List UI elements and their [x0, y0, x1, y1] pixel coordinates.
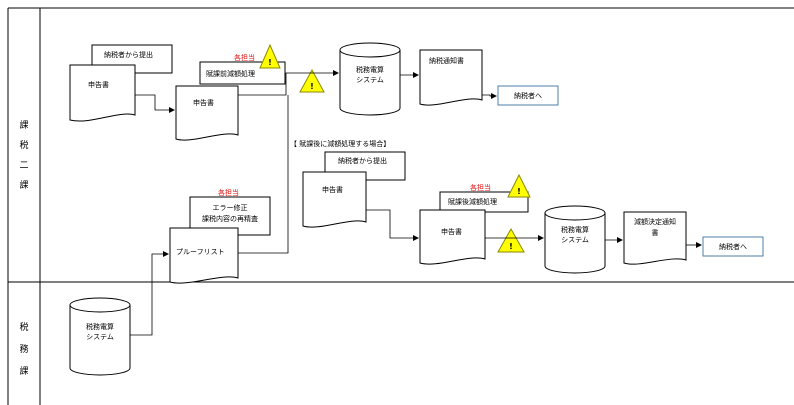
svg-text:課: 課 — [19, 365, 28, 377]
svg-text:税: 税 — [19, 321, 28, 333]
svg-text:システム: システム — [86, 333, 114, 341]
declaration-doc-2: 申告書 — [175, 85, 239, 141]
svg-text:税務電算: 税務電算 — [561, 225, 589, 234]
svg-text:税務電算: 税務電算 — [356, 65, 384, 74]
warning-icon-2: ! — [299, 68, 325, 93]
svg-text:納税者へ: 納税者へ — [719, 242, 747, 251]
post-assessment-case-label: 【 賦課後に減額処理する場合】 — [290, 139, 390, 148]
warning-icon-1: ! — [259, 43, 281, 69]
svg-text:税: 税 — [19, 139, 28, 151]
declaration-doc-4: 申告書 — [419, 209, 486, 265]
each-staff-label-1: 各担当 — [234, 53, 255, 62]
svg-text:申告書: 申告書 — [441, 227, 462, 236]
svg-text:課税内容の再精査: 課税内容の再精査 — [202, 214, 258, 223]
to-taxpayer-box-1: 納税者へ — [497, 85, 559, 106]
svg-text:納税者へ: 納税者へ — [514, 91, 542, 100]
svg-text:申告書: 申告書 — [193, 98, 214, 107]
tax-system-cylinder-3: 税務電算 システム — [69, 297, 131, 376]
svg-text:!: ! — [517, 187, 521, 196]
svg-text:申告書: 申告書 — [88, 80, 109, 89]
each-staff-label-3: 各担当 — [470, 183, 491, 192]
svg-text:課: 課 — [19, 119, 28, 131]
post-reduction-box: 賦課後減額処理 — [439, 191, 529, 213]
svg-text:課: 課 — [19, 179, 28, 191]
tax-system-cylinder-1: 税務電算 システム — [339, 42, 401, 116]
to-taxpayer-box-2: 納税者へ — [702, 236, 764, 257]
svg-text:務: 務 — [19, 343, 28, 355]
svg-text:納税者から提出: 納税者から提出 — [338, 156, 387, 165]
svg-text:納税通知書: 納税通知書 — [429, 56, 464, 65]
tax-system-cylinder-2: 税務電算 システム — [544, 205, 606, 274]
svg-text:システム: システム — [561, 236, 589, 244]
svg-text:!: ! — [268, 58, 272, 67]
declaration-doc-1: 申告書 — [69, 64, 136, 122]
svg-text:納税者から提出: 納税者から提出 — [104, 50, 153, 59]
svg-text:賦課前減額処理: 賦課前減額処理 — [206, 69, 255, 78]
svg-text:システム: システム — [356, 76, 384, 84]
svg-text:二: 二 — [19, 161, 28, 171]
reduction-notice-doc: 減額決定通知 書 — [623, 211, 687, 265]
svg-text:エラー修正: エラー修正 — [213, 203, 248, 212]
flow-connectors — [130, 70, 702, 336]
svg-text:!: ! — [310, 82, 314, 91]
svg-text:!: ! — [509, 242, 513, 251]
lane-label-tax-section-2: 課 税 二 課 — [19, 119, 28, 191]
each-staff-label-2: 各担当 — [218, 188, 239, 197]
warning-icon-3: ! — [507, 173, 531, 198]
svg-text:プルーフリスト: プルーフリスト — [176, 248, 225, 256]
declaration-doc-3: 申告書 — [302, 171, 367, 228]
tax-notice-doc: 納税通知書 — [419, 49, 483, 106]
svg-text:書: 書 — [652, 228, 659, 237]
proof-list-doc: プルーフリスト — [169, 227, 239, 284]
warning-icon-4: ! — [497, 227, 525, 253]
swimlane-frame — [7, 7, 794, 405]
svg-text:申告書: 申告書 — [322, 185, 343, 194]
svg-text:税務電算: 税務電算 — [86, 322, 114, 331]
lane-label-tax-affairs: 税 務 課 — [19, 321, 28, 377]
svg-text:減額決定通知: 減額決定通知 — [634, 217, 676, 226]
svg-text:賦課後減額処理: 賦課後減額処理 — [448, 197, 497, 206]
